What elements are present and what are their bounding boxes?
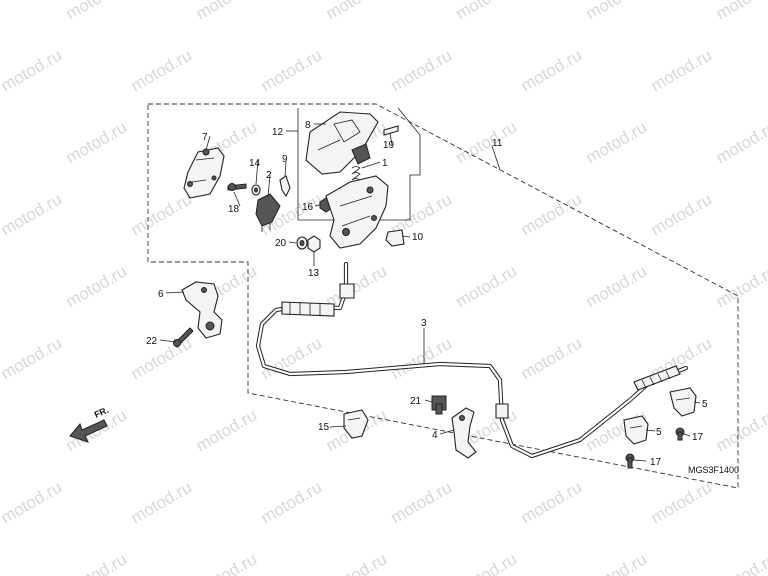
watermark-text-22: motod.ru — [128, 189, 196, 239]
watermark-text-19: motod.ru — [583, 117, 651, 167]
diagram-code: MGS3F1400 — [688, 465, 739, 475]
watermark-text-52: motod.ru — [388, 477, 456, 527]
watermark-text-49: motod.ru — [0, 477, 65, 527]
watermark-text-3: motod.ru — [323, 0, 391, 23]
callout-13: 13 — [308, 268, 320, 279]
watermark-text-44: motod.ru — [193, 405, 261, 455]
part-5-clamp-upper — [669, 387, 697, 417]
callout-5b: 5 — [656, 427, 662, 438]
watermark-text-8: motod.ru — [128, 45, 196, 95]
part-7-housing — [183, 147, 225, 199]
callouts: 7 14 9 2 18 12 8 19 1 16 10 20 13 11 6 2… — [146, 120, 708, 468]
watermark-text-38: motod.ru — [388, 333, 456, 383]
watermark-text-54: motod.ru — [648, 477, 716, 527]
watermark-text-18: motod.ru — [453, 117, 521, 167]
watermark-text-26: motod.ru — [648, 189, 716, 239]
watermark-text-1: motod.ru — [63, 0, 131, 23]
part-6-bracket — [181, 281, 223, 339]
part-8-lever-cover — [305, 111, 379, 175]
subgroup-box — [297, 107, 421, 221]
watermark-text-21: motod.ru — [0, 189, 65, 239]
part-19-pin — [383, 125, 399, 136]
watermark-text-61: motod.ru — [583, 549, 651, 576]
callout-18: 18 — [228, 204, 240, 215]
watermark-text-5: motod.ru — [583, 0, 651, 23]
part-22-bolt — [173, 327, 194, 348]
part-13-nut — [307, 235, 321, 253]
callout-22: 22 — [146, 336, 158, 347]
callout-8: 8 — [305, 120, 311, 131]
part-20-washer — [296, 236, 308, 250]
callout-17b: 17 — [650, 457, 662, 468]
watermark-text-20: motod.ru — [713, 117, 768, 167]
callout-2: 2 — [266, 170, 272, 181]
watermark-text-51: motod.ru — [258, 477, 326, 527]
callout-5a: 5 — [702, 399, 708, 410]
watermark-text-29: motod.ru — [63, 261, 131, 311]
watermark-text-59: motod.ru — [323, 549, 391, 576]
watermark-text-32: motod.ru — [453, 261, 521, 311]
callout-19: 19 — [383, 140, 395, 151]
callout-12: 12 — [272, 127, 284, 138]
watermark-text-10: motod.ru — [388, 45, 456, 95]
part-4-bracket — [451, 407, 477, 459]
callout-10: 10 — [412, 232, 424, 243]
watermark-text-33: motod.ru — [583, 261, 651, 311]
watermark-text-4: motod.ru — [453, 0, 521, 23]
callout-4: 4 — [432, 430, 438, 441]
leader-lines — [159, 123, 701, 462]
part-5-clamp-lower — [623, 415, 649, 445]
callout-9: 9 — [282, 154, 288, 165]
part-2-switch — [255, 193, 281, 232]
watermark-text-6: motod.ru — [713, 0, 768, 23]
assembly-outline — [147, 103, 739, 489]
part-18-bolt — [227, 183, 247, 191]
watermark-text-48: motod.ru — [713, 405, 768, 455]
part-9-pin — [279, 175, 291, 198]
watermark-text-15: motod.ru — [63, 117, 131, 167]
watermark-text-36: motod.ru — [128, 333, 196, 383]
callout-15: 15 — [318, 422, 330, 433]
watermark-text-57: motod.ru — [63, 549, 131, 576]
callout-6: 6 — [158, 289, 164, 300]
watermark-text-2: motod.ru — [193, 0, 261, 23]
callout-21: 21 — [410, 396, 422, 407]
callout-7: 7 — [202, 132, 208, 143]
callout-20: 20 — [275, 238, 287, 249]
part-1-spring — [351, 166, 361, 181]
part-14-washer — [251, 184, 261, 196]
watermark-text-60: motod.ru — [453, 549, 521, 576]
part-10-clip — [385, 229, 405, 247]
watermark-text-12: motod.ru — [648, 45, 716, 95]
watermark-text-58: motod.ru — [193, 549, 261, 576]
watermark-text-50: motod.ru — [128, 477, 196, 527]
watermark-text-9: motod.ru — [258, 45, 326, 95]
callout-3: 3 — [421, 318, 427, 329]
watermark-text-7: motod.ru — [0, 45, 65, 95]
part-17-bolt-lower — [625, 453, 635, 469]
lever-body — [325, 175, 389, 249]
callout-14: 14 — [249, 158, 261, 169]
callout-11: 11 — [492, 138, 503, 149]
callout-16: 16 — [302, 202, 314, 213]
watermark-text-53: motod.ru — [518, 477, 586, 527]
callout-1: 1 — [382, 158, 388, 169]
part-15-clamp — [343, 409, 369, 439]
watermark-text-39: motod.ru — [518, 333, 586, 383]
watermark-text-11: motod.ru — [518, 45, 586, 95]
watermark-text-62: motod.ru — [713, 549, 768, 576]
callout-17a: 17 — [692, 432, 704, 443]
watermark-text-35: motod.ru — [0, 333, 65, 383]
part-3-cable — [255, 261, 689, 459]
part-17-bolt-upper — [675, 427, 685, 441]
part-21-bolt — [431, 395, 447, 415]
